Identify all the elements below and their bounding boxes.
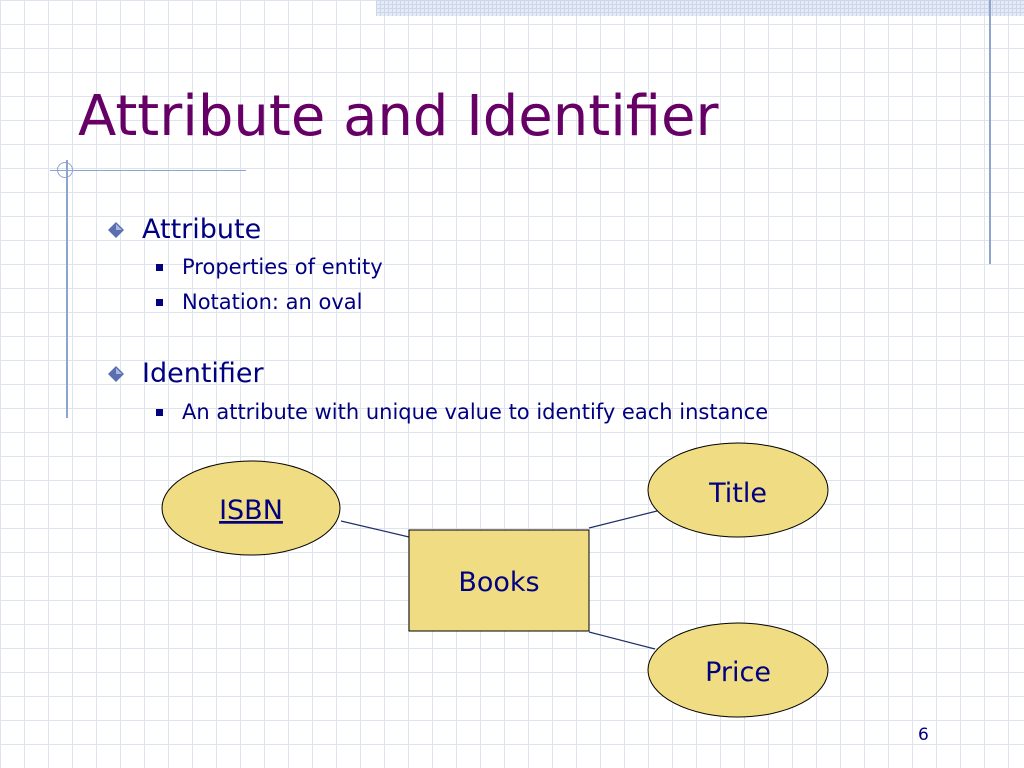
square-bullet-icon xyxy=(156,263,163,271)
sub-bullet: An attribute with unique value to identi… xyxy=(156,400,768,424)
attribute-title-label: Title xyxy=(708,478,767,509)
header-decoration-band xyxy=(376,0,1024,16)
slide-title: Attribute and Identifier xyxy=(78,84,719,149)
bullet-text: Identifier xyxy=(142,358,264,389)
connector-isbn xyxy=(340,520,410,538)
bullet-identifier: Identifier xyxy=(108,358,264,389)
right-decoration-line xyxy=(989,0,991,264)
attribute-isbn-oval xyxy=(161,460,341,556)
left-decoration-line xyxy=(66,160,68,418)
attribute-price-label: Price xyxy=(705,657,771,688)
page-number: 6 xyxy=(918,725,929,745)
sub-bullet-text: Notation: an oval xyxy=(182,290,363,314)
connector-title xyxy=(588,510,658,529)
attribute-isbn-label: ISBN xyxy=(219,495,283,526)
diamond-bullet-icon xyxy=(108,221,124,238)
attribute-price-oval xyxy=(647,622,829,718)
diamond-bullet-icon xyxy=(108,365,124,382)
square-bullet-icon xyxy=(156,298,163,306)
attribute-title-oval xyxy=(647,442,829,538)
bullet-text: Attribute xyxy=(142,214,262,245)
entity-label: Books xyxy=(458,567,539,598)
square-bullet-icon xyxy=(156,408,163,416)
sub-bullet: Notation: an oval xyxy=(156,290,362,314)
entity-books xyxy=(408,529,590,632)
sub-bullet: Properties of entity xyxy=(156,255,383,279)
sub-bullet-text: An attribute with unique value to identi… xyxy=(182,400,769,424)
title-decoration-circle xyxy=(57,162,73,178)
sub-bullet-text: Properties of entity xyxy=(182,255,383,279)
bullet-attribute: Attribute xyxy=(108,214,261,245)
connector-price xyxy=(588,631,656,650)
title-underline xyxy=(50,170,246,171)
